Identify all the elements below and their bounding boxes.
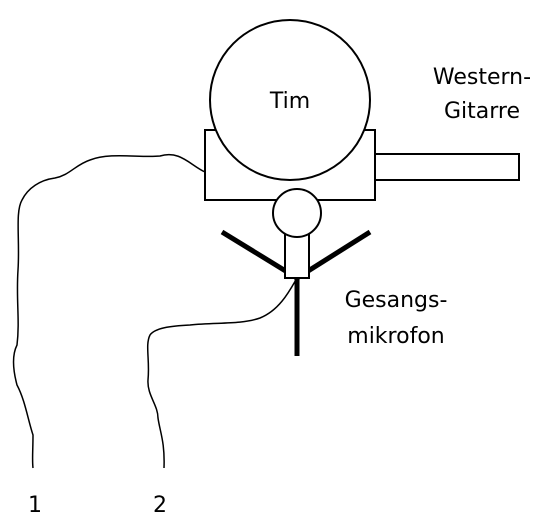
- guitar-neck: [372, 153, 520, 181]
- cable-2-label: 2: [153, 493, 167, 518]
- cable-2: [146, 277, 298, 469]
- mic-label-line2: mikrofon: [347, 324, 444, 349]
- cable-1: [12, 153, 206, 469]
- person-head: [209, 19, 371, 181]
- mic-label-line1: Gesangs-: [345, 288, 448, 313]
- mic-head: [272, 188, 322, 238]
- cable-1-label: 1: [28, 493, 42, 518]
- person-label: Tim: [269, 89, 310, 114]
- guitar-label-line1: Western-: [433, 65, 531, 90]
- guitar-label-line2: Gitarre: [444, 99, 520, 124]
